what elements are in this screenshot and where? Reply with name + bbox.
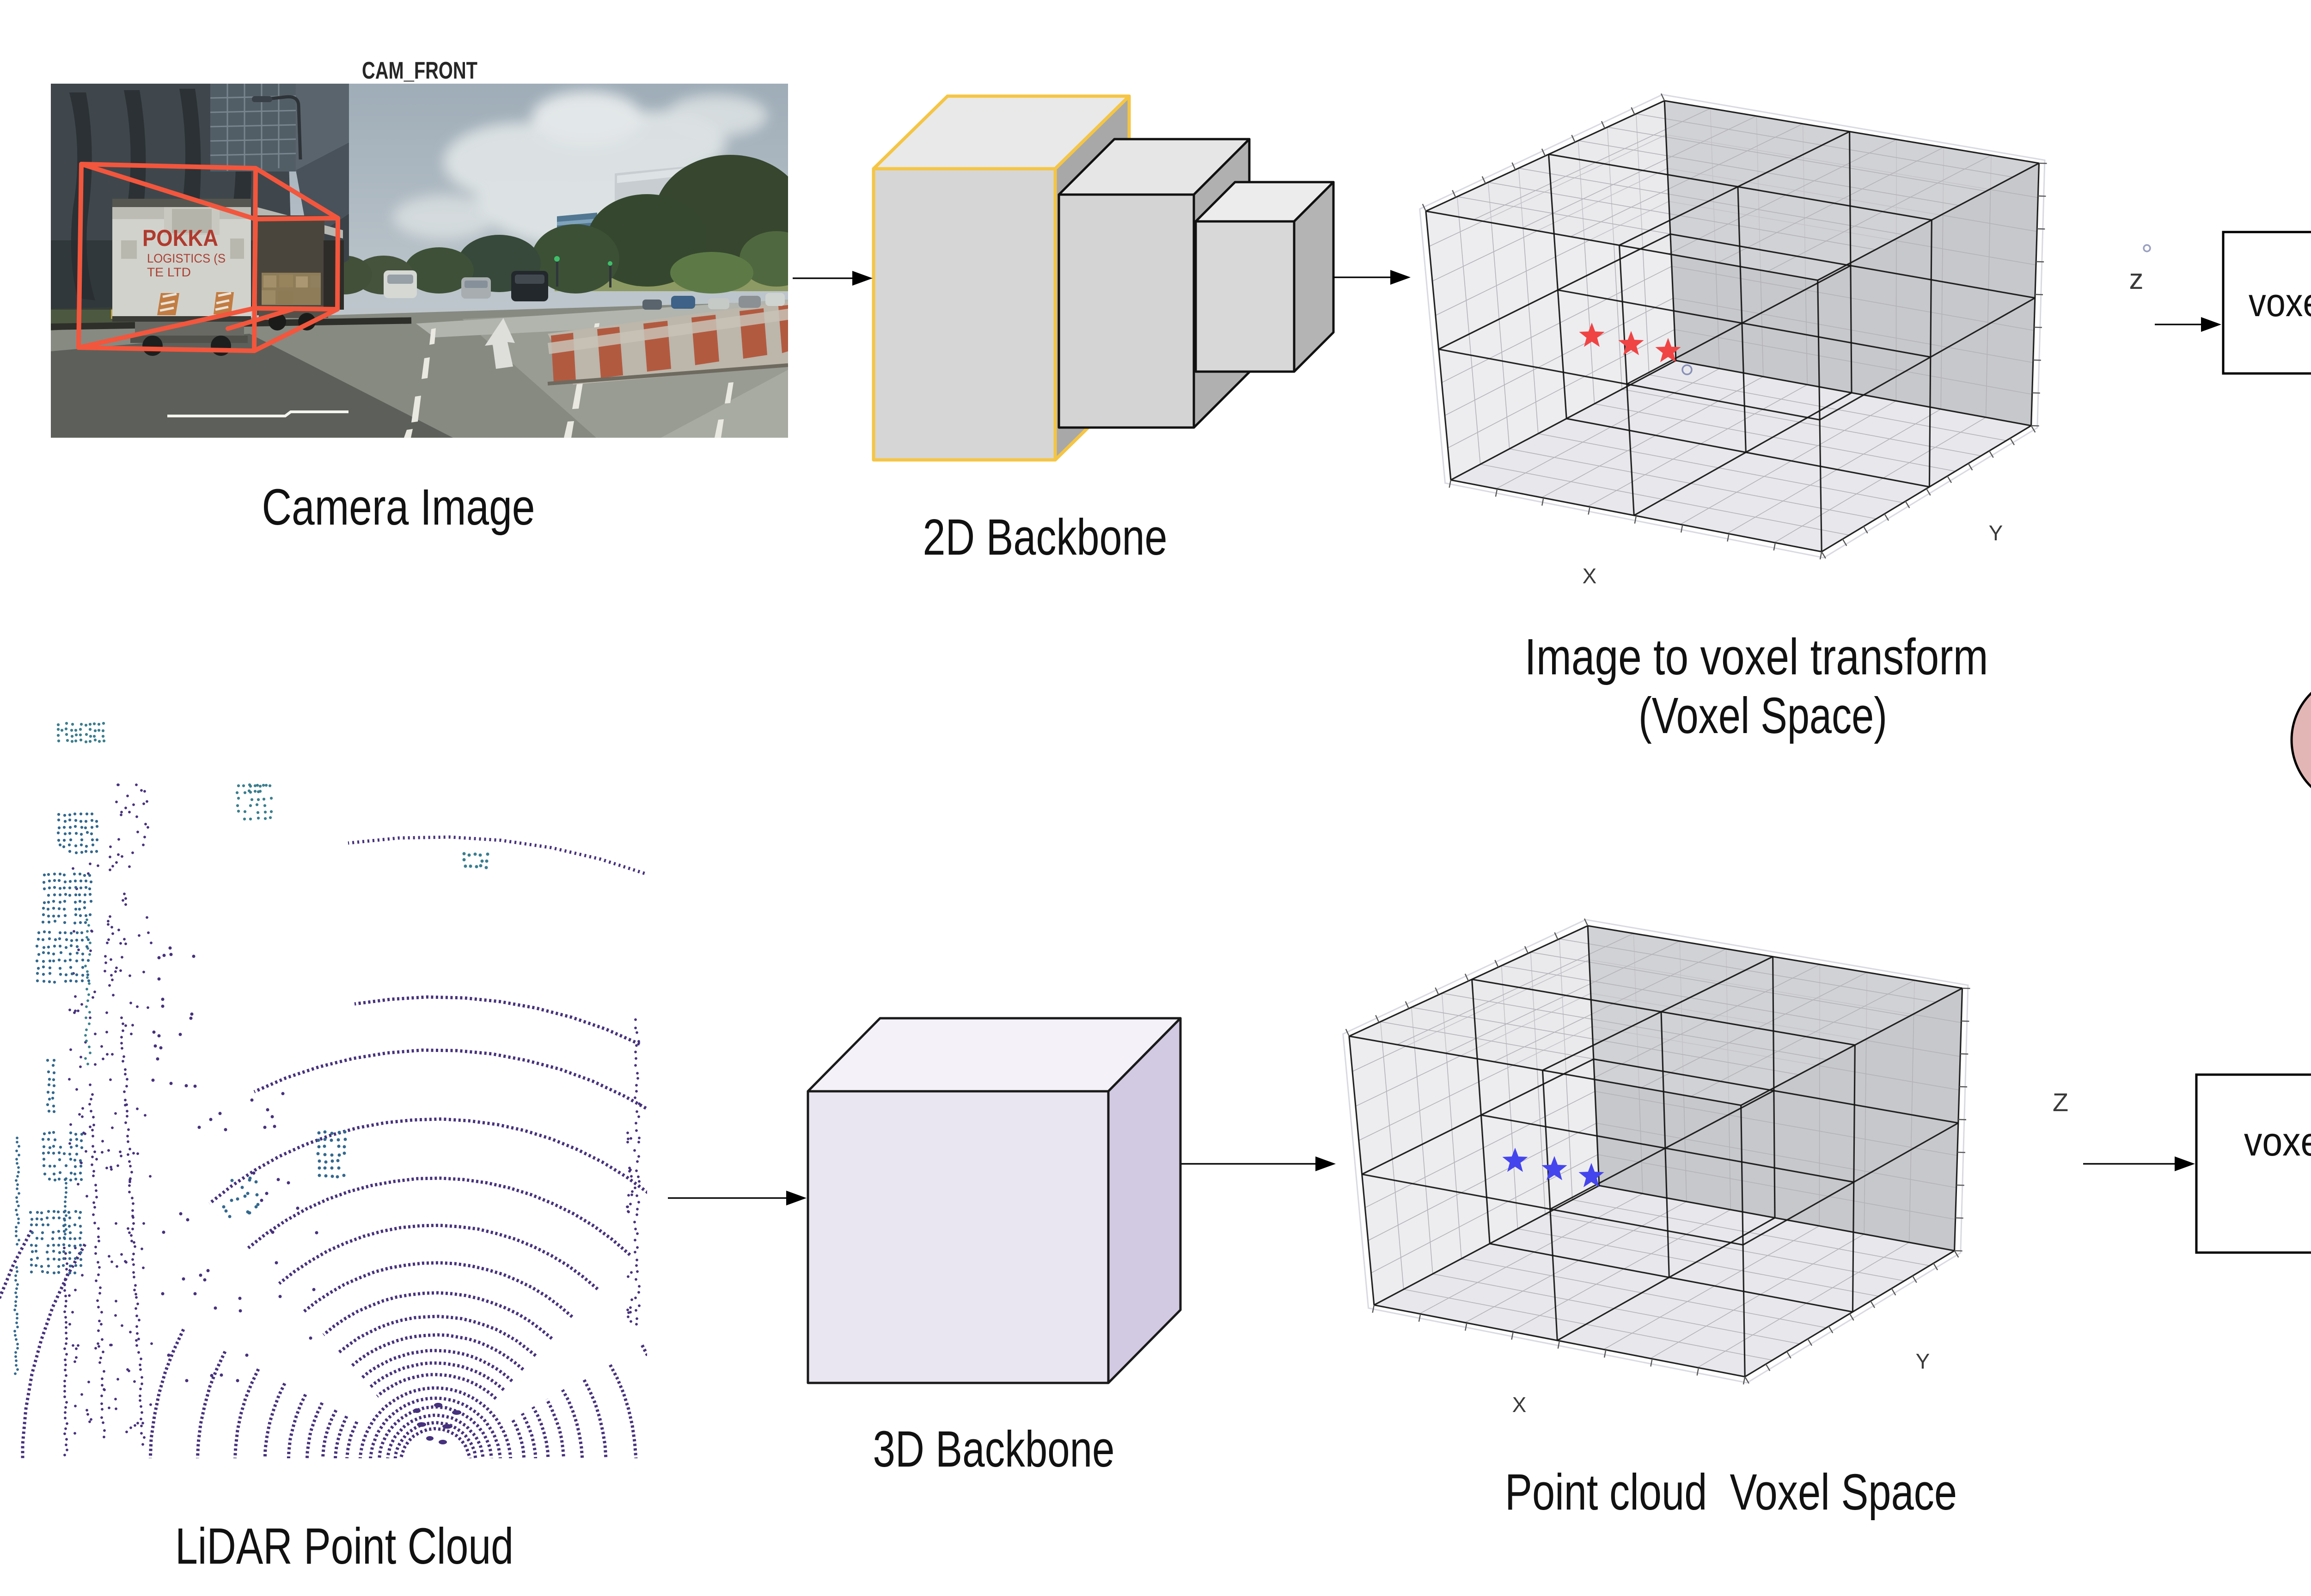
svg-text:X: X (1583, 564, 1597, 588)
svg-text:Z: Z (2053, 1088, 2068, 1117)
svg-text:z: z (2129, 263, 2144, 295)
svg-text:voxel encoder: voxel encoder (2249, 281, 2311, 325)
svg-text:Image to voxel transform: Image to voxel transform (1525, 629, 1988, 685)
svg-text:LOGISTICS (S: LOGISTICS (S (147, 251, 226, 265)
svg-text:voxel encoder: voxel encoder (2244, 1119, 2311, 1164)
svg-text:(Voxel Space): (Voxel Space) (1638, 687, 1887, 744)
svg-text:Point cloud Voxel Space: Point cloud Voxel Space (1505, 1464, 1957, 1521)
svg-text:3D Backbone: 3D Backbone (873, 1421, 1115, 1478)
svg-text:Y: Y (1989, 521, 2003, 545)
svg-text:Camera Image: Camera Image (262, 479, 535, 536)
svg-text:Y: Y (1916, 1349, 1930, 1373)
svg-text:LiDAR Point Cloud: LiDAR Point Cloud (175, 1518, 514, 1575)
svg-text:POKKA: POKKA (142, 225, 218, 251)
svg-text:2D Backbone: 2D Backbone (923, 509, 1168, 566)
svg-text:CAM_FRONT: CAM_FRONT (362, 57, 477, 84)
svg-text:TE LTD: TE LTD (147, 265, 191, 279)
svg-text:X: X (1512, 1393, 1527, 1417)
